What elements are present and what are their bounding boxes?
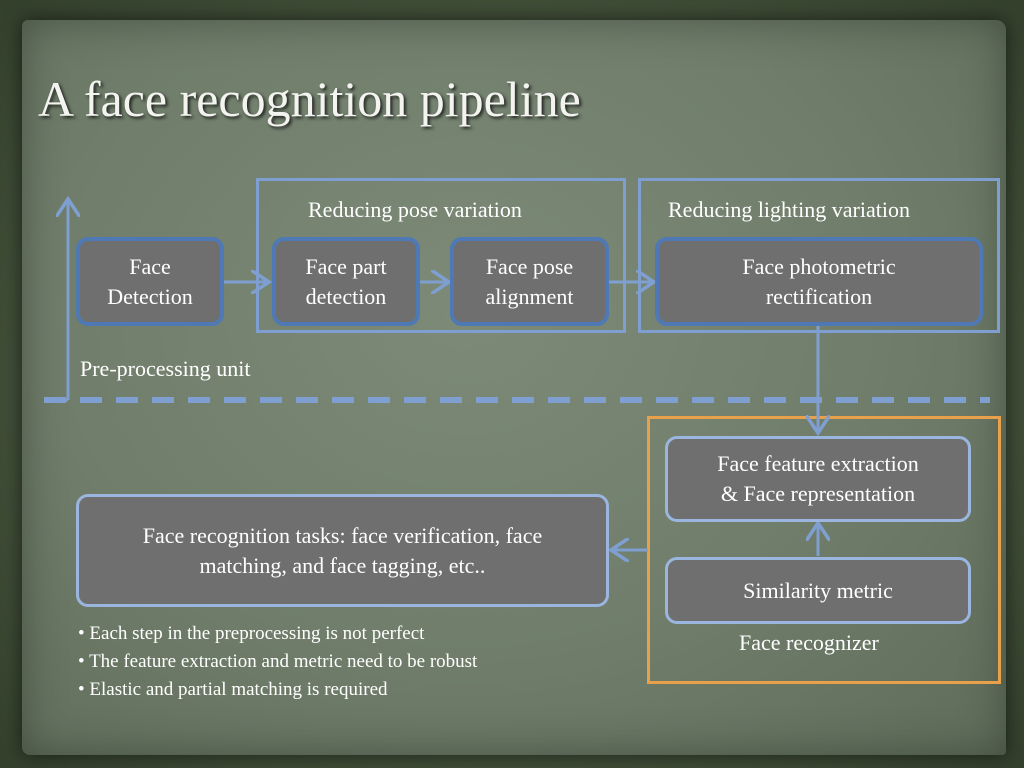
face-recognition-tasks-box: Face recognition tasks: face verificatio… [76,494,609,607]
slide-title: A face recognition pipeline [38,71,581,127]
similarity-metric-box: Similarity metric [665,557,971,624]
preprocessing-unit-label: Pre-processing unit [80,356,251,381]
bullet-item: Each step in the preprocessing is not pe… [78,620,477,648]
notes-bullet-list: Each step in the preprocessing is not pe… [78,620,477,704]
face-feature-extraction-box: Face feature extraction& Face representa… [665,436,971,522]
bullet-item: The feature extraction and metric need t… [78,648,477,676]
lighting-variation-label: Reducing lighting variation [668,197,910,222]
bullet-item: Elastic and partial matching is required [78,676,477,704]
pose-variation-label: Reducing pose variation [308,197,522,222]
face-recognizer-label: Face recognizer [739,630,879,655]
pose-variation-frame [256,178,626,333]
